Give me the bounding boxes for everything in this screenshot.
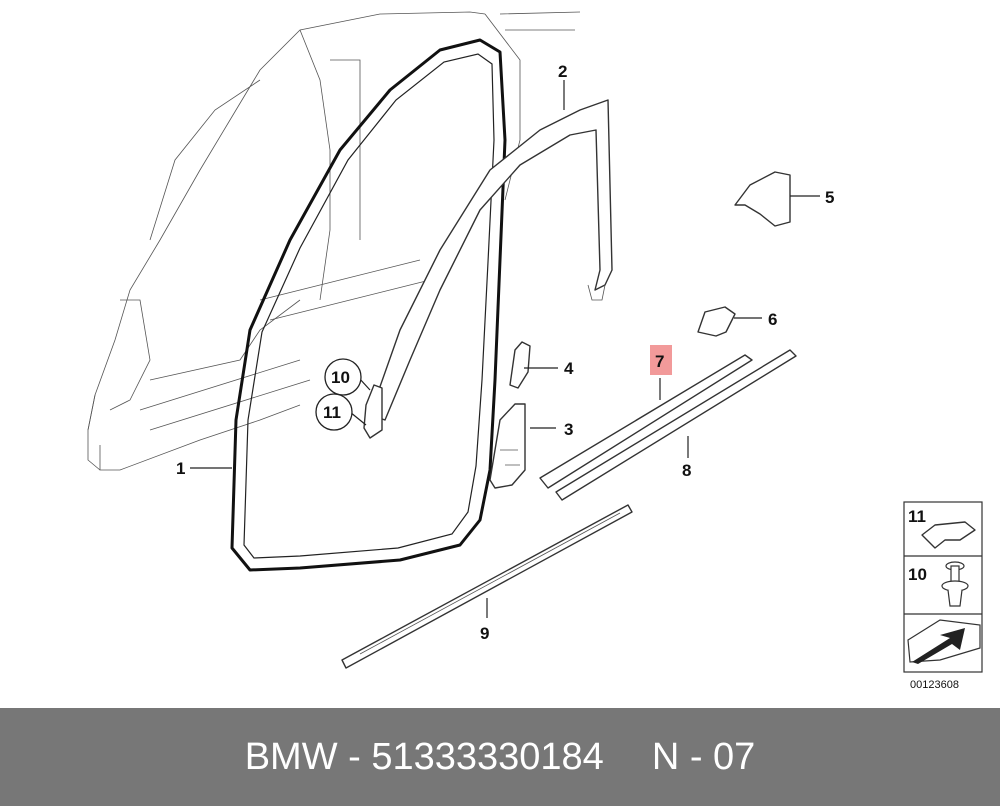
callout-1[interactable]: 1 [176,459,185,478]
footer-part-number: BMW - 51333330184 [244,735,604,778]
part-9-sill-strip [341,504,633,669]
callout-2[interactable]: 2 [558,62,567,81]
legend-label-10: 10 [908,565,927,584]
callout-7[interactable]: 7 [655,352,664,371]
body-side-frame [87,11,581,471]
callout-6[interactable]: 6 [768,310,777,329]
direction-arrow-icon [907,619,981,664]
fastener-legend: 11 10 [903,501,983,673]
callout-9[interactable]: 9 [480,624,489,643]
diagram-number: 00123608 [910,679,959,691]
part-5-cover [734,171,791,227]
part-6-bracket [697,306,736,337]
callout-11-circle [315,393,353,431]
callout-7-highlight [650,345,672,375]
clip-nut-icon [921,521,976,549]
window-frame-part-2 [369,99,613,421]
diagram-svg: 1 2 3 4 5 6 7 8 9 10 11 11 10 [87,11,983,673]
part-7-waist-seal [539,354,753,489]
part-8-outer-strip [555,349,797,501]
part-10-11-clip [363,384,383,439]
callout-4[interactable]: 4 [564,359,574,378]
callout-3[interactable]: 3 [564,420,573,439]
footer-page-code: N - 07 [651,735,756,778]
callout-10-circle [324,358,362,396]
legend-label-11: 11 [908,507,926,526]
callout-5[interactable]: 5 [825,188,834,207]
callout-10[interactable]: 10 [331,368,350,387]
push-rivet-icon [941,561,969,607]
parts-diagram: 1 2 3 4 5 6 7 8 9 10 11 11 10 [87,11,983,673]
callout-8[interactable]: 8 [682,461,691,480]
footer-bar: BMW - 51333330184 N - 07 [0,708,1000,806]
door-seal-part-1 [230,38,507,572]
part-4-clip [509,341,531,389]
callout-11[interactable]: 11 [323,403,341,422]
part-3-bracket [489,403,526,489]
